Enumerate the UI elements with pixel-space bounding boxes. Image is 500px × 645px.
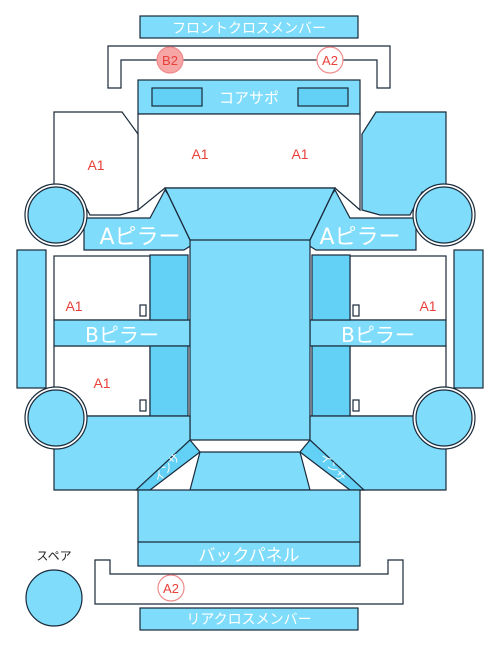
rear-cross-bracket[interactable] (94, 559, 404, 605)
core-support-left-slot (151, 87, 203, 107)
badge-front-cross-right[interactable]: A2 (316, 46, 344, 74)
grade-left-door-front: A1 (65, 298, 82, 314)
spare-label: スペア (36, 549, 71, 563)
b-pillar-left[interactable]: Bピラー (53, 319, 191, 347)
floor-center[interactable] (164, 187, 336, 441)
rear-cross-member[interactable]: リアクロスメンバー (139, 607, 359, 631)
core-support-right-slot (297, 87, 349, 107)
back-panel-label: バックパネル (198, 546, 299, 566)
front-cross-member-label: フロントクロスメンバー (172, 21, 326, 37)
badge-front-cross-left-text: B2 (162, 53, 178, 68)
rear-left-wheel[interactable] (24, 386, 88, 450)
grade-right-door-front: A1 (419, 298, 436, 314)
a-pillar-right-label: Aピラー (319, 225, 400, 250)
badge-front-cross-left[interactable]: B2 (156, 46, 184, 74)
b-pillar-left-label: Bピラー (85, 323, 159, 347)
right-floor-rail-rear[interactable] (311, 345, 351, 417)
back-panel[interactable]: バックパネル (137, 489, 361, 567)
b-pillar-right[interactable]: Bピラー (309, 319, 447, 347)
rear-floor[interactable] (189, 451, 311, 491)
core-support-label: コアサポ (219, 89, 279, 107)
rear-right-wheel[interactable] (412, 386, 476, 450)
b-pillar-right-label: Bピラー (341, 323, 415, 347)
rear-cross-member-label: リアクロスメンバー (186, 612, 311, 628)
grade-core-left: A1 (191, 146, 208, 162)
grade-core-right: A1 (291, 146, 308, 162)
a-pillar-right[interactable]: Aピラー (299, 188, 417, 251)
right-side-sill[interactable] (453, 249, 484, 389)
front-cross-member[interactable]: フロントクロスメンバー (139, 15, 359, 39)
spare-tire[interactable] (25, 569, 83, 627)
right-front-marker (352, 304, 360, 317)
left-rear-marker (139, 399, 147, 412)
right-rear-marker (352, 399, 360, 412)
floor-center-upper-outline (164, 187, 336, 241)
front-left-wheel[interactable] (24, 183, 88, 247)
left-floor-rail-front[interactable] (149, 254, 189, 321)
grade-left-door-rear: A1 (93, 375, 110, 391)
badge-front-cross-right-text: A2 (322, 53, 338, 68)
badge-rear-cross-text: A2 (163, 581, 179, 596)
right-front-panel[interactable] (361, 111, 447, 216)
right-floor-rail-front[interactable] (311, 254, 351, 321)
left-floor-rail-rear[interactable] (149, 345, 189, 417)
front-right-wheel[interactable] (412, 183, 476, 247)
a-pillar-left-label: Aピラー (99, 225, 180, 250)
left-side-sill[interactable] (16, 249, 47, 389)
front-cross-bracket[interactable] (107, 45, 391, 89)
badge-rear-cross[interactable]: A2 (157, 574, 185, 602)
core-support[interactable]: コアサポ (137, 79, 361, 115)
left-front-marker (139, 304, 147, 317)
grade-front-left-panel: A1 (87, 157, 104, 173)
